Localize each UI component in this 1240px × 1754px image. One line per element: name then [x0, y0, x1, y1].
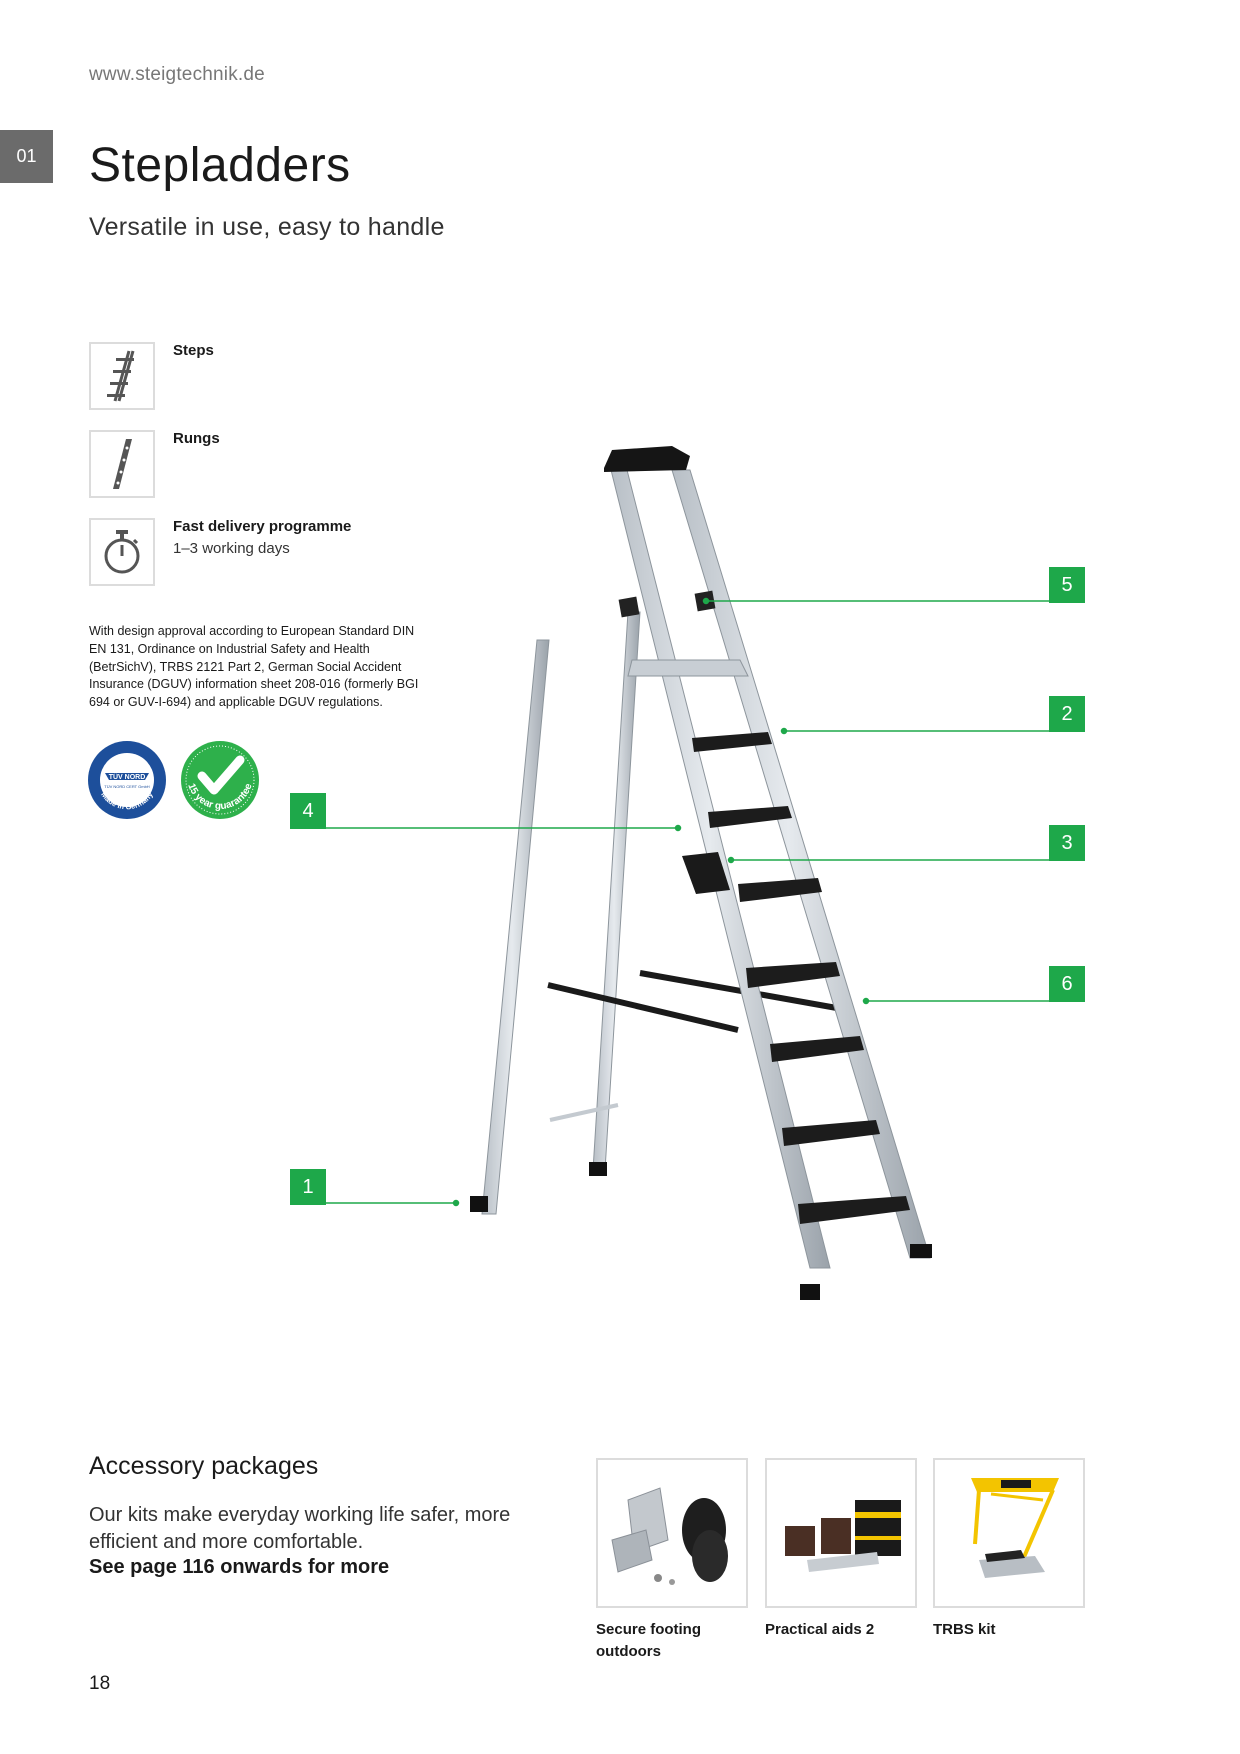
see-page-link[interactable]: See page 116 onwards for more: [89, 1556, 390, 1578]
page-title: Stepladders: [89, 139, 351, 192]
callout-2: 2: [1049, 696, 1085, 732]
callout-1: 1: [290, 1169, 326, 1205]
tuv-seal-top-text: TÜV NORD: [109, 772, 146, 781]
callout-5: 5: [1049, 567, 1085, 603]
callout-4: 4: [290, 793, 326, 829]
steps-icon-box: [89, 342, 155, 410]
page-subtitle: Versatile in use, easy to handle: [89, 213, 445, 241]
rungs-icon: [113, 439, 132, 489]
callout-3: 3: [1049, 825, 1085, 861]
stopwatch-icon-box: [89, 518, 155, 586]
feature-delivery-sub: 1–3 working days: [173, 540, 290, 557]
steps-icon: [107, 350, 135, 402]
callout-6: 6: [1049, 966, 1085, 1002]
feature-steps-label: Steps: [173, 342, 214, 359]
tuv-seal-mid-text: TÜV NORD CERT GmbH: [104, 784, 150, 789]
accessory-caption-practical-aids: Practical aids 2: [765, 1621, 875, 1638]
accessory-image-secure-footing[interactable]: [596, 1458, 748, 1608]
accessory-packages-text: Our kits make everyday working life safe…: [89, 1504, 511, 1553]
rungs-icon-box: [89, 430, 155, 498]
feature-delivery-label: Fast delivery programme: [173, 518, 352, 535]
feature-rungs-label: Rungs: [173, 430, 220, 447]
tuv-nord-seal: TÜV NORD TÜV NORD CERT GmbH Made in Germ…: [87, 740, 167, 820]
accessory-caption-secure-footing: Secure footing outdoors: [596, 1621, 702, 1660]
accessory-packages-heading: Accessory packages: [89, 1452, 319, 1480]
approval-text: With design approval according to Europe…: [89, 624, 419, 710]
guarantee-seal: 15 year guarantee: [180, 740, 260, 820]
chapter-tab: 01: [0, 130, 53, 183]
accessory-image-trbs-kit[interactable]: [933, 1458, 1085, 1608]
stopwatch-icon: [104, 530, 140, 574]
page-number: 18: [89, 1673, 111, 1694]
accessory-caption-trbs-kit: TRBS kit: [933, 1621, 996, 1638]
website-url: www.steigtechnik.de: [89, 64, 265, 85]
accessory-image-practical-aids[interactable]: [765, 1458, 917, 1608]
